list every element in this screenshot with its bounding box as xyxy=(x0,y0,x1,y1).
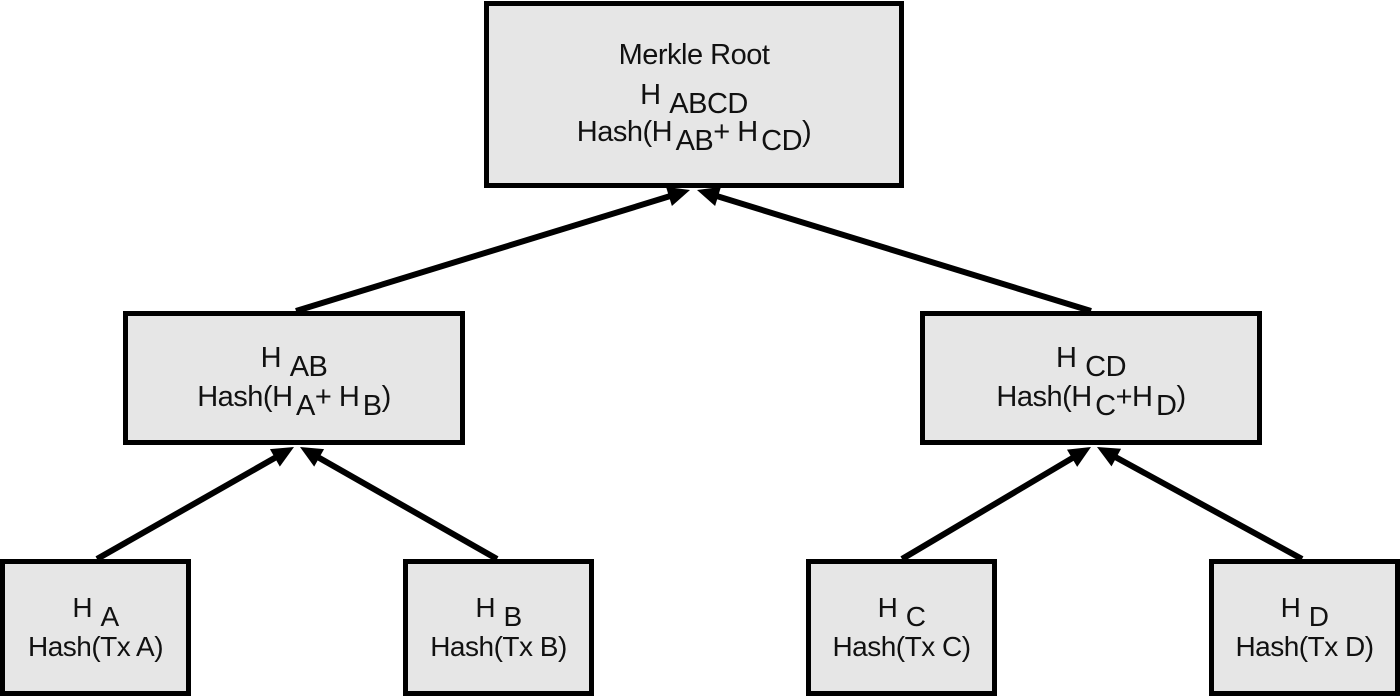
arrow-ab-to-root xyxy=(295,186,690,314)
arrow-c-to-cd xyxy=(900,447,1091,562)
leaf-b-formula: Hash(Tx B) xyxy=(430,630,567,662)
leaf-d-formula: Hash(Tx D) xyxy=(1235,630,1374,662)
leaf-a-formula: Hash(Tx A) xyxy=(27,630,164,662)
arrow-d-to-cd xyxy=(1097,447,1304,562)
leaf-c-formula: Hash(Tx C) xyxy=(832,630,971,662)
merkle-root-title: Merkle Root xyxy=(618,39,770,72)
arrowhead xyxy=(1066,447,1091,467)
arrow-shaft xyxy=(314,453,499,562)
arrow-shaft xyxy=(95,453,280,562)
arrowhead xyxy=(697,186,721,207)
arrow-shaft xyxy=(713,192,1092,314)
arrow-cd-to-root xyxy=(697,186,1092,314)
arrowhead xyxy=(269,447,294,467)
arrow-shaft xyxy=(295,192,674,314)
arrow-b-to-ab xyxy=(300,447,499,562)
arrow-shaft xyxy=(900,453,1078,562)
arrowhead xyxy=(1097,447,1122,467)
arrowhead xyxy=(666,186,690,207)
arrowhead xyxy=(300,447,325,467)
arrow-a-to-ab xyxy=(95,447,294,562)
arrow-shaft xyxy=(1111,452,1304,562)
